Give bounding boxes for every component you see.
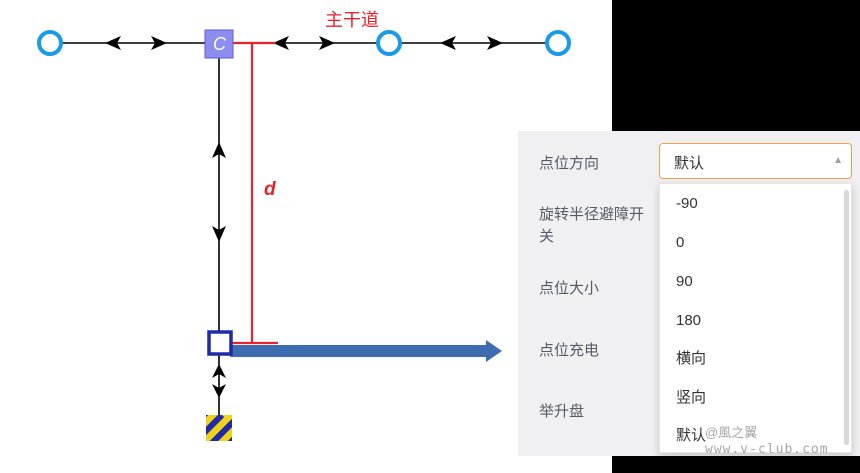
watermark-author: @風之翼 [705, 425, 758, 440]
lift-pad-icon [206, 415, 232, 441]
point-settings-panel: 点位方向 旋转半径避障开关 点位大小 点位充电 举升盘 默认 ▲ -90 0 9… [518, 131, 860, 456]
route-arrow-icon [230, 340, 502, 362]
bidirectional-arrow-icon [440, 36, 503, 50]
bidirectional-arrow-icon [105, 36, 167, 50]
option-default[interactable]: 默认 [676, 427, 707, 444]
main-road-label: 主干道 [325, 10, 379, 30]
watermark-url: www.v-club.com [705, 442, 829, 457]
direction-select[interactable]: 默认 ▲ [659, 143, 852, 179]
label-rotation-radius-avoidance: 旋转半径避障开关 [539, 206, 645, 245]
node-circle [376, 30, 402, 56]
node-circle [37, 30, 63, 56]
watermark: @風之翼 www.v-club.com [705, 422, 855, 462]
option-neg-90[interactable]: -90 [676, 195, 698, 212]
label-point-charging: 点位充电 [539, 342, 600, 359]
label-lift-pad: 举升盘 [539, 403, 585, 420]
bidirectional-arrow-icon [212, 142, 226, 242]
label-point-direction: 点位方向 [539, 155, 600, 172]
option-horizontal[interactable]: 横向 [676, 350, 707, 367]
select-value: 默认 [674, 155, 705, 172]
node-circle [545, 30, 571, 56]
label-point-size: 点位大小 [539, 280, 600, 297]
option-90[interactable]: 90 [676, 273, 693, 290]
distance-label: d [264, 179, 276, 200]
caret-up-icon: ▲ [833, 155, 843, 166]
point-marker [207, 330, 233, 356]
option-0[interactable]: 0 [676, 234, 685, 251]
direction-dropdown: -90 0 90 180 横向 竖向 默认 [659, 183, 852, 453]
bidirectional-arrow-icon [212, 364, 226, 398]
bidirectional-arrow-icon [273, 36, 335, 50]
option-180[interactable]: 180 [676, 312, 702, 329]
station-marker [204, 29, 234, 59]
option-vertical[interactable]: 竖向 [676, 389, 707, 406]
station-label: C [213, 34, 227, 54]
dropdown-scrollbar[interactable] [844, 190, 849, 445]
